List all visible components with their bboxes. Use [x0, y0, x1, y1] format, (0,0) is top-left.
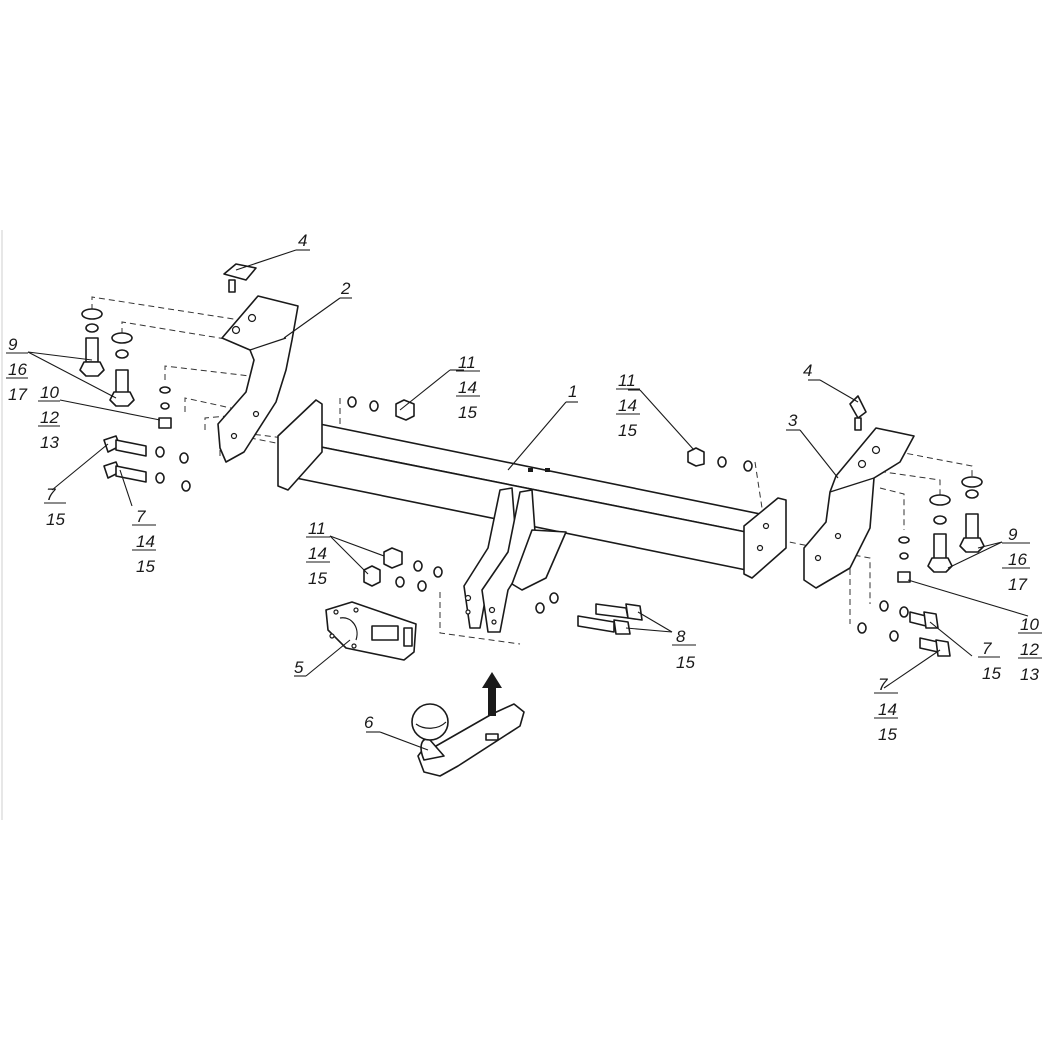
callout-7-14-15-left: 7 14 15	[132, 507, 156, 576]
callout-7-left-a-line-1: 7	[46, 485, 56, 504]
callout-11-ul-line-1: 11	[458, 353, 476, 372]
callout-11-ur-line-3: 15	[618, 421, 637, 440]
callout-10-right-line-3: 13	[1020, 665, 1039, 684]
callout-4-right: 4	[803, 361, 812, 380]
callout-7-right-b-line-2: 14	[878, 700, 897, 719]
callout-9-left-line-2: 16	[8, 360, 27, 379]
callout-11-ur-line-2: 14	[618, 396, 637, 415]
callout-4-right-line-1: 4	[803, 361, 812, 380]
callout-7-left-a-line-2: 15	[46, 510, 65, 529]
callout-9-left-line-1: 9	[8, 335, 18, 354]
callout-1-line-1: 1	[568, 382, 577, 401]
center-bolts	[535, 592, 643, 635]
callout-8-15: 8 15	[672, 627, 696, 672]
callout-10-12-13-left: 10 12 13	[38, 383, 60, 452]
callout-6-line-1: 6	[364, 713, 374, 732]
callout-10-left-line-2: 12	[40, 408, 59, 427]
callout-9-right-line-1: 9	[1008, 525, 1018, 544]
callout-1: 1	[568, 382, 577, 401]
callout-10-right-line-1: 10	[1020, 615, 1039, 634]
callout-5-line-1: 5	[294, 658, 304, 677]
callout-7-left-b-line-2: 14	[136, 532, 155, 551]
callout-11-ur-line-1: 11	[618, 371, 636, 390]
upper-right-nut-group	[687, 447, 753, 472]
callout-7-14-15-right: 7 14 15	[874, 675, 898, 744]
callout-2: 2	[340, 279, 351, 298]
right-mounting-bracket	[803, 427, 915, 589]
right-fasteners	[857, 476, 985, 657]
callout-11-ul-line-2: 14	[458, 378, 477, 397]
callout-5: 5	[294, 658, 304, 677]
callout-8-line-1: 8	[676, 627, 686, 646]
tow-ball-hook	[411, 672, 525, 777]
callout-7-15-left: 7 15	[44, 485, 66, 529]
callout-7-15-right: 7 15	[978, 639, 1001, 683]
callout-10-right-line-2: 12	[1020, 640, 1039, 659]
callout-9-16-17-left: 9 16 17	[6, 335, 28, 404]
callout-7-right-a-line-1: 7	[982, 639, 992, 658]
callout-7-right-a-line-2: 15	[982, 664, 1001, 683]
main-crossbar	[277, 399, 787, 633]
callout-9-16-17-right: 9 16 17	[1002, 525, 1030, 594]
callout-7-left-b-line-3: 15	[136, 557, 155, 576]
callout-2-line-1: 2	[340, 279, 351, 298]
callout-11-14-15-upper-left: 11 14 15	[456, 353, 480, 422]
callout-11-14-15-center: 11 14 15	[306, 519, 330, 588]
center-nut-group	[363, 547, 443, 592]
upper-left-nut-group	[347, 396, 415, 421]
callout-10-left-line-1: 10	[40, 383, 59, 402]
callout-9-right-line-2: 16	[1008, 550, 1027, 569]
callout-4-left-line-1: 4	[298, 231, 307, 250]
callout-8-line-2: 15	[676, 653, 695, 672]
leader-lines	[27, 249, 1029, 751]
socket-plate	[325, 601, 417, 661]
callout-10-12-13-right: 10 12 13	[1018, 615, 1042, 684]
left-clamp-bolt	[223, 263, 257, 293]
callout-11-ul-line-3: 15	[458, 403, 477, 422]
callout-10-left-line-3: 13	[40, 433, 59, 452]
left-mounting-bracket	[217, 295, 299, 463]
callout-11-c-line-2: 14	[308, 544, 327, 563]
callout-3-line-1: 3	[788, 411, 798, 430]
callout-6: 6	[364, 713, 374, 732]
callout-7-right-b-line-3: 15	[878, 725, 897, 744]
callout-7-left-b-line-1: 7	[136, 507, 146, 526]
left-fasteners	[79, 308, 191, 492]
right-clamp-bolt	[849, 395, 867, 431]
callout-11-c-line-1: 11	[308, 519, 326, 538]
callout-9-right-line-3: 17	[1008, 575, 1027, 594]
callout-3: 3	[788, 411, 798, 430]
callout-9-left-line-3: 17	[8, 385, 27, 404]
callout-11-c-line-3: 15	[308, 569, 327, 588]
callout-11-14-15-upper-right: 11 14 15	[616, 371, 640, 440]
callout-7-right-b-line-1: 7	[878, 675, 888, 694]
callout-4-left: 4	[298, 231, 307, 250]
